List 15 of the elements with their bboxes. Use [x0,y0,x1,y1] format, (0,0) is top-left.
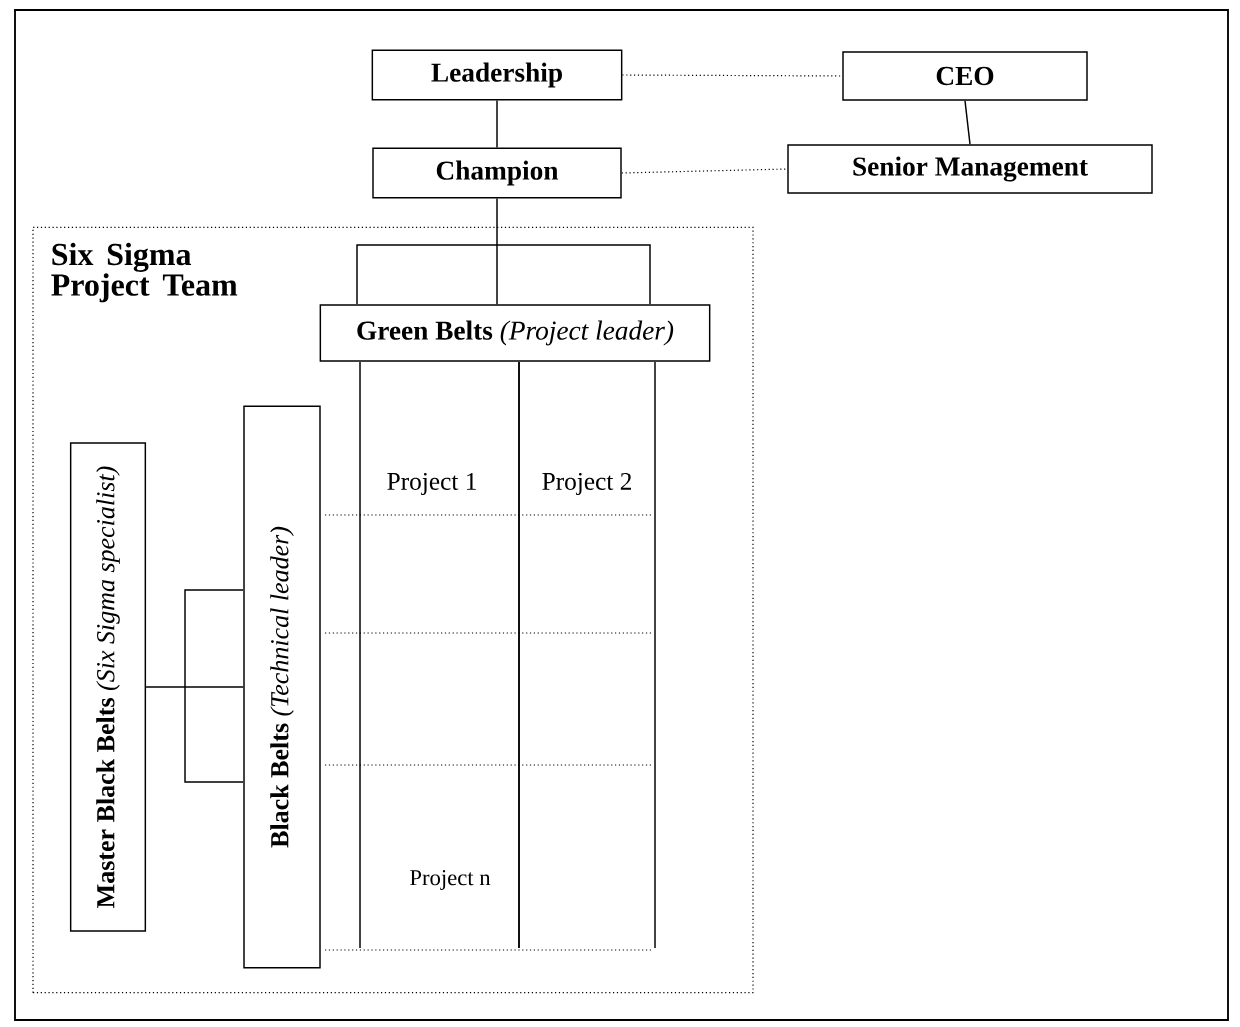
connector [621,168,788,174]
connector [356,197,651,305]
role-box: CEO [842,51,1088,101]
role-box: Black Belts (Technical leader) [243,405,321,969]
role-box: Leadership [371,49,623,101]
project-label: Project n [410,870,491,890]
role-box: Senior Management [787,144,1153,194]
role-box: Champion [372,147,622,199]
project-column: Project 2 [518,361,656,949]
role-box: Master Black Belts (Six Sigma specialist) [69,442,147,932]
connector [621,74,843,77]
connector [145,686,244,688]
connector [964,100,971,145]
connector [496,99,498,149]
role-box: Green Belts (Project leader) [319,304,711,362]
